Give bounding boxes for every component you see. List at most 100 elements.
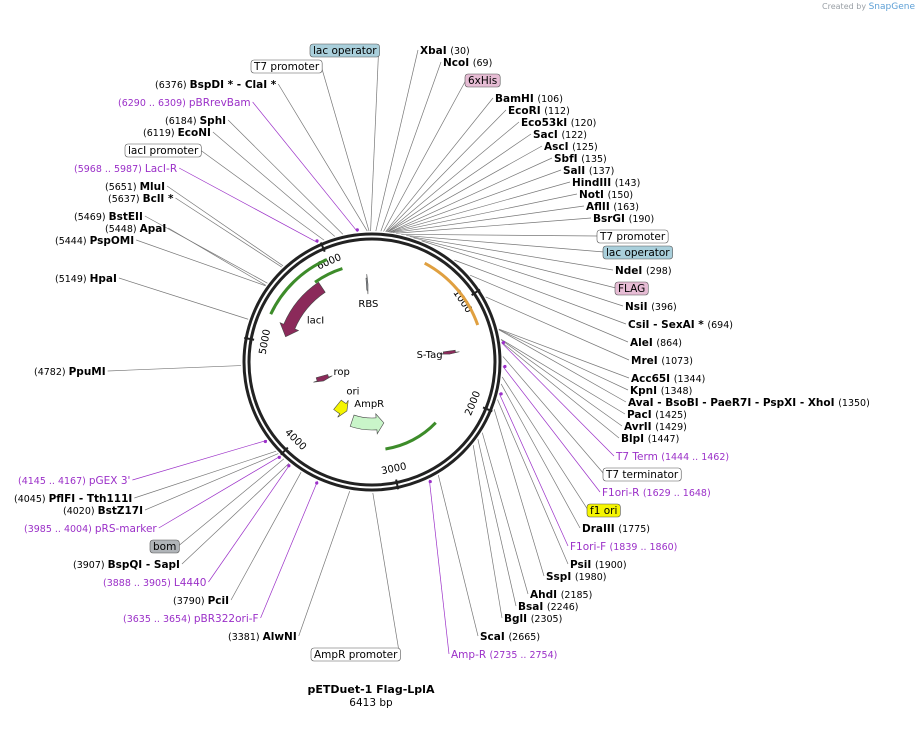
label-position: (3790) <box>173 596 208 607</box>
feature-label-rbs: RBS <box>358 299 378 310</box>
label-name: SacI <box>533 129 561 141</box>
label-sphi: (6184) SphI <box>165 115 226 127</box>
label-bcli: (5637) BclI * <box>108 193 174 205</box>
label-position: (864) <box>656 338 682 349</box>
svg-text:(4020) BstZ17I: (4020) BstZ17I <box>63 505 143 517</box>
svg-text:AvaI - BsoBI - PaeR7I - Psp: AvaI - BsoBI - PaeR7I - PspXI - XhoI (13… <box>628 397 870 409</box>
label-position: (1447) <box>648 434 680 445</box>
label-noti: NotI (150) <box>579 189 633 201</box>
label-name: AleI <box>630 337 656 349</box>
box-label-text: AmpR promoter <box>314 649 398 661</box>
leader-line <box>178 458 285 547</box>
label-hindiii: HindIII (143) <box>572 177 640 189</box>
label-name: EcoRI <box>508 105 544 117</box>
label-name: NotI <box>579 189 608 201</box>
svg-text:DraIII (1775): DraIII (1775) <box>582 523 650 535</box>
box-label-text: lacI promoter <box>128 145 199 157</box>
label-position: (2305) <box>531 614 563 625</box>
box-label-text: lac operator <box>606 247 670 259</box>
label-bgli: BglI (2305) <box>504 613 562 625</box>
label-flag: FLAG <box>614 281 649 296</box>
label-name: AflII <box>586 201 613 213</box>
svg-text:Acc65I (1344): Acc65I (1344) <box>631 373 705 385</box>
leader-line <box>227 119 344 235</box>
label-sali: SalI (137) <box>563 165 614 177</box>
svg-text:BglI (2305): BglI (2305) <box>504 613 562 625</box>
svg-text:Eco53kI (120): Eco53kI (120) <box>521 117 596 129</box>
ring-tick <box>244 336 255 341</box>
label-name: NdeI <box>615 265 646 277</box>
svg-text:AflII (163): AflII (163) <box>586 201 639 213</box>
label-lac-op-2: lac operator <box>602 245 673 260</box>
label-t7-terminator: T7 terminator <box>602 467 682 482</box>
svg-text:(3790) PciI: (3790) PciI <box>173 595 229 607</box>
label-bom: bom <box>149 539 180 554</box>
box-label-text: T7 promoter <box>253 61 320 73</box>
label-position: (396) <box>651 302 677 313</box>
svg-text:NsiI (396): NsiI (396) <box>625 301 677 313</box>
svg-text:(5469) BstEII: (5469) BstEII <box>74 211 143 223</box>
svg-text:HindIII (143): HindIII (143) <box>572 177 640 189</box>
leader-line <box>212 131 336 237</box>
leader-line <box>477 439 517 607</box>
leader-line <box>166 185 284 267</box>
leader-line <box>501 376 589 511</box>
label-name: BsrGI <box>593 213 629 225</box>
label-name: BclI * <box>143 193 174 205</box>
label-position: (5637) <box>108 194 143 205</box>
label-name: ScaI <box>480 631 508 643</box>
label-name: BsaI <box>518 601 547 613</box>
label-box <box>614 281 649 296</box>
primer-marker <box>315 239 319 243</box>
label-lac-op-top: lac operator <box>309 43 380 58</box>
label-name: AvaI - BsoBI - PaeR7I - PspXI - XhoI <box>628 397 838 409</box>
label-avai: AvaI - BsoBI - PaeR7I - PspXI - XhoI (13… <box>628 397 870 409</box>
box-label-text: T7 terminator <box>605 469 679 481</box>
svg-text:AscI (125): AscI (125) <box>544 141 598 153</box>
label-position: (1980) <box>575 572 607 583</box>
label-position: (5444) <box>55 236 90 247</box>
leader-line <box>500 383 581 529</box>
label-name: MluI <box>140 181 165 193</box>
label-position: (1839 .. 1860) <box>610 542 678 553</box>
leader-line <box>396 217 592 234</box>
svg-text:SalI (137): SalI (137) <box>563 165 614 177</box>
leader-line <box>386 109 507 233</box>
label-name: SspI <box>546 571 575 583</box>
leader-line <box>380 61 442 232</box>
label-name: MreI <box>631 355 661 367</box>
label-name: AhdI <box>530 589 561 601</box>
label-apai: (5448) ApaI <box>105 223 166 235</box>
label-position: (1429) <box>655 422 687 433</box>
leader-line <box>144 453 279 511</box>
svg-text:(6119) EcoNI: (6119) EcoNI <box>143 127 211 139</box>
label-avrii: AvrII (1429) <box>624 421 687 433</box>
label-kpni: KpnI (1348) <box>630 385 692 397</box>
svg-text:XbaI (30): XbaI (30) <box>420 45 470 57</box>
label-position: (163) <box>613 202 639 213</box>
leader-line <box>501 341 620 439</box>
label-box <box>310 647 401 662</box>
label-acc65i: Acc65I (1344) <box>631 373 705 385</box>
label-laci-r: (5968 .. 5987) LacI-R <box>74 163 177 175</box>
svg-text:(6184) SphI: (6184) SphI <box>165 115 226 127</box>
label-position: (3985 .. 4004) <box>24 524 95 535</box>
label-name: CsiI - SexAI * <box>628 319 707 331</box>
label-bamhi: BamHI (106) <box>495 93 563 105</box>
leader-line <box>409 236 614 271</box>
label-position: (1350) <box>838 398 870 409</box>
primer-marker <box>499 392 503 396</box>
credit-prefix: Created by <box>822 2 867 11</box>
label-name: BamHI <box>495 93 537 105</box>
label-name: AlwNI <box>263 631 297 643</box>
leader-line <box>298 490 351 637</box>
svg-text:SbfI (135): SbfI (135) <box>554 153 607 165</box>
svg-text:MreI (1073): MreI (1073) <box>631 355 693 367</box>
label-6xhis: 6xHis <box>464 73 501 88</box>
label-name: F1ori-R <box>602 487 643 499</box>
svg-text:AleI (864): AleI (864) <box>630 337 682 349</box>
leader-line <box>136 239 266 287</box>
label-name: BstZ17I <box>98 505 143 517</box>
ring-tick <box>280 446 289 456</box>
